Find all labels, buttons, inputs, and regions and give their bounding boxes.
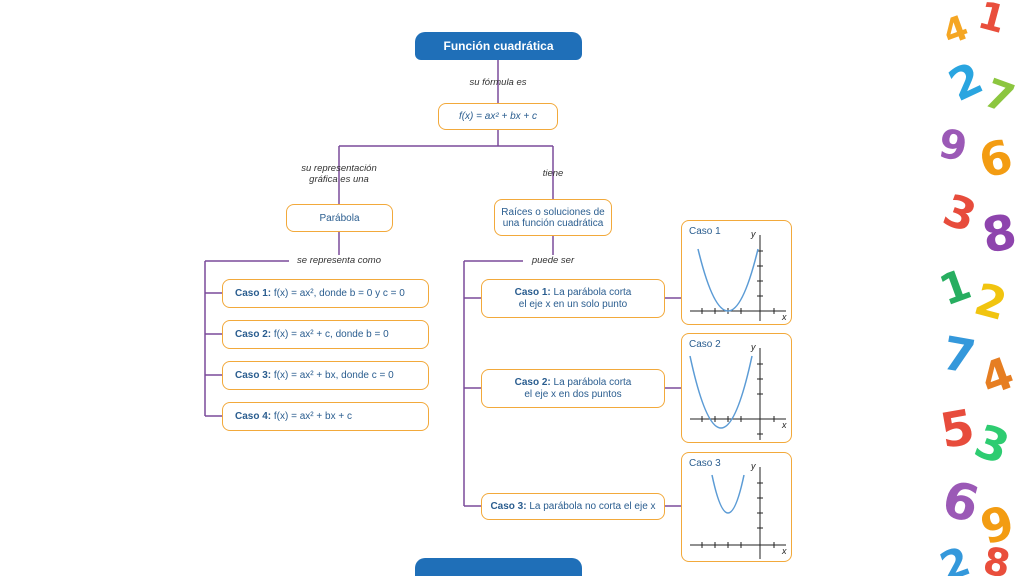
formula-text: f(x) = ax² + bx + c [458,111,538,122]
graph-case-3-yaxis: y [751,461,756,471]
right-case-1-label: Caso 1: [514,286,551,298]
svg-text:4: 4 [940,8,974,54]
left-case-1: Caso 1: f(x) = ax², donde b = 0 y c = 0 [222,279,429,308]
right-case-3-line1: La parábola no corta el eje x [526,501,656,512]
svg-text:3: 3 [940,185,983,243]
left-case-2-label: Caso 2: [235,329,272,340]
graph-case-1-xaxis: x [782,312,787,322]
right-case-2-label: Caso 2: [514,376,551,388]
left-case-4-label: Caso 4: [235,411,272,422]
left-case-3-label: Caso 3: [235,370,272,381]
left-case-2-text: f(x) = ax² + c, donde b = 0 [271,329,389,340]
right-case-1-line2: el eje x en un solo punto [518,298,628,310]
right-case-1-line1: La parábola corta [550,286,632,298]
left-case-4-text: f(x) = ax² + bx + c [271,411,352,422]
graph-case-3: Caso 3 y x [681,452,792,562]
link-left-2: se representa como [289,255,389,266]
link-right: tiene [542,168,564,179]
svg-text:9: 9 [940,121,971,171]
graph-case-1-caption: Caso 1 [689,226,721,237]
graph-case-1-yaxis: y [751,229,756,239]
right-case-2-line1: La parábola corta [550,376,632,388]
svg-text:1: 1 [940,259,977,315]
svg-text:4: 4 [974,348,1020,406]
right-case-1: Caso 1: La parábola corta el eje x en un… [481,279,665,318]
roots-line2: una función cuadrática [502,217,604,229]
link-formula: su fórmula es [469,77,527,88]
left-case-1-label: Caso 1: [235,288,272,299]
parabola-text: Parábola [319,212,360,224]
diagram-title: Función cuadrática [415,32,582,60]
left-case-4: Caso 4: f(x) = ax² + bx + c [222,402,429,431]
roots-box: Raíces o soluciones de una función cuadr… [494,199,612,236]
svg-text:6: 6 [973,129,1018,189]
svg-text:7: 7 [978,70,1020,123]
graph-case-2-xaxis: x [782,420,787,430]
graph-case-2-plot [682,334,793,444]
graph-case-2-caption: Caso 2 [689,339,721,350]
graph-case-3-plot [682,453,793,563]
parabola-box: Parábola [286,204,393,232]
svg-text:8: 8 [978,204,1021,265]
graph-case-1: Caso 1 y x [681,220,792,325]
right-case-3: Caso 3: La parábola no corta el eje x [481,493,665,520]
graph-case-1-plot [682,221,793,326]
graph-case-2-yaxis: y [751,342,756,352]
svg-text:2: 2 [969,274,1012,331]
right-case-2-line2: el eje x en dos puntos [524,388,622,400]
svg-text:1: 1 [973,0,1010,42]
left-case-1-text: f(x) = ax², donde b = 0 y c = 0 [271,288,405,299]
bottom-title-bar [415,558,582,576]
graph-case-3-caption: Caso 3 [689,458,721,469]
right-case-3-label: Caso 3: [490,501,527,512]
left-case-2: Caso 2: f(x) = ax² + c, donde b = 0 [222,320,429,349]
roots-line1: Raíces o soluciones de [501,206,605,218]
left-case-3: Caso 3: f(x) = ax² + bx, donde c = 0 [222,361,429,390]
link-right-2: puede ser [523,255,583,266]
svg-text:2: 2 [940,539,976,576]
right-case-2: Caso 2: La parábola corta el eje x en do… [481,369,665,408]
svg-text:7: 7 [940,326,979,385]
decorative-numbers: 4 1 2 7 9 6 3 8 1 2 7 4 5 3 6 9 2 8 [940,0,1021,576]
link-left-line1: su representación [301,163,377,174]
formula-box: f(x) = ax² + bx + c [438,103,558,130]
graph-case-2: Caso 2 y x [681,333,792,443]
left-case-3-text: f(x) = ax² + bx, donde c = 0 [271,370,394,381]
graph-case-3-xaxis: x [782,546,787,556]
svg-text:8: 8 [980,539,1014,576]
link-left-line2: gráfica es una [309,174,369,185]
svg-text:3: 3 [968,413,1017,475]
link-left: su representación gráfica es una [289,163,389,185]
